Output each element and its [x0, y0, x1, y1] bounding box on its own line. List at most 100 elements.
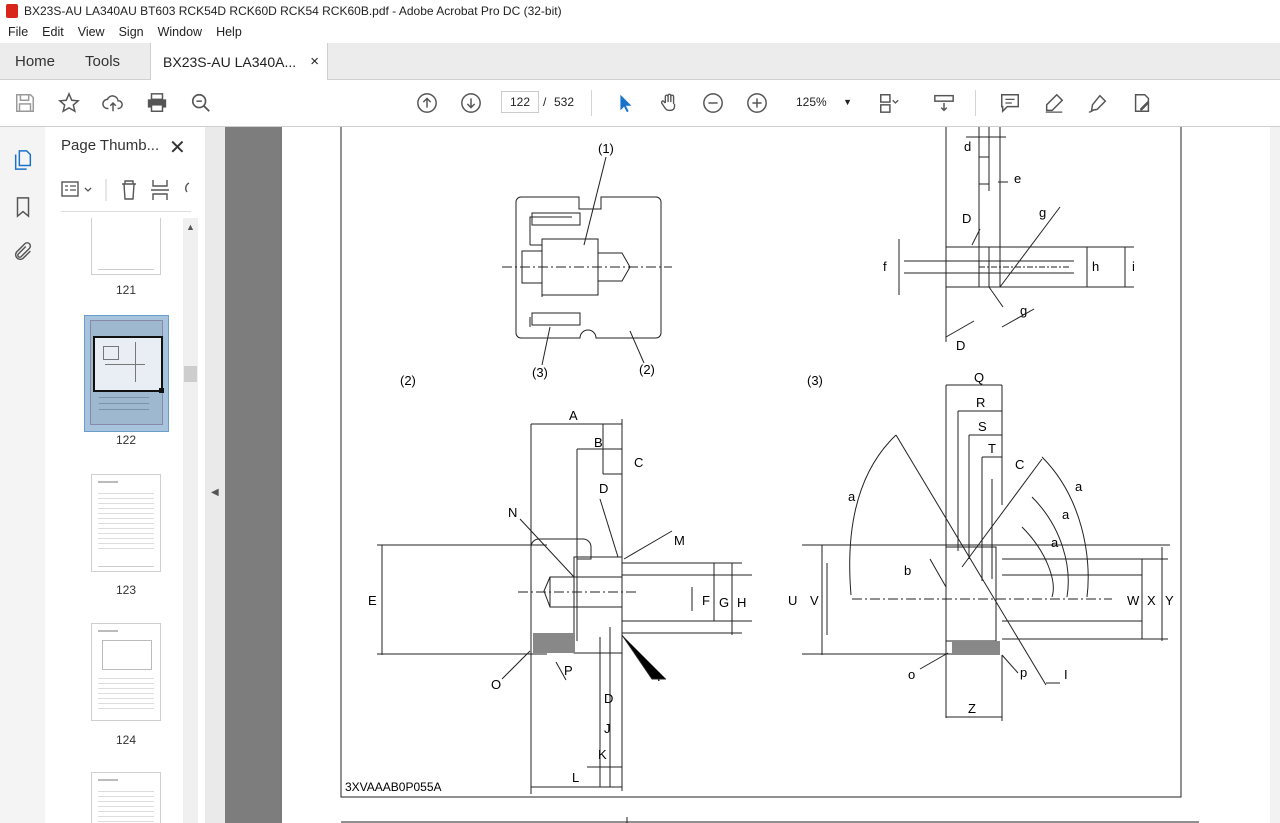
- view-label-2: (2): [400, 373, 416, 388]
- attachment-icon[interactable]: [11, 240, 35, 264]
- document-tab-label: BX23S-AU LA340A...: [163, 53, 297, 70]
- zoom-dropdown[interactable]: 125% ▼: [784, 91, 856, 113]
- label-Z: Z: [968, 701, 976, 716]
- menu-help[interactable]: Help: [216, 25, 242, 39]
- insert-page-icon[interactable]: [151, 180, 169, 200]
- label-B: B: [594, 435, 603, 450]
- label-Q: Q: [974, 370, 984, 385]
- label-D-upper: D: [962, 211, 971, 226]
- page-thumbnail[interactable]: [91, 218, 161, 275]
- close-panel-icon[interactable]: ✕: [169, 137, 186, 159]
- viewport-indicator[interactable]: [93, 336, 164, 393]
- page-thumbnail-selected[interactable]: [90, 320, 164, 425]
- acrobat-app-icon: [6, 4, 18, 18]
- previous-page-icon[interactable]: [415, 91, 439, 115]
- label-N: N: [508, 505, 517, 520]
- rotate-page-icon[interactable]: [185, 182, 190, 193]
- label-e: e: [1014, 171, 1021, 186]
- label-g-upper: g: [1039, 205, 1046, 220]
- menu-view[interactable]: View: [77, 25, 105, 39]
- page-number-input[interactable]: 122: [501, 91, 539, 113]
- collapse-panel-icon[interactable]: ◀: [211, 487, 219, 498]
- label-Y: Y: [1165, 593, 1174, 608]
- label-a-2: a: [1075, 479, 1083, 494]
- label-C-view3: C: [1015, 457, 1024, 472]
- left-rail: [0, 127, 46, 823]
- title-bar: BX23S-AU LA340AU BT603 RCK54D RCK60D RCK…: [0, 0, 1280, 22]
- comment-icon[interactable]: [998, 91, 1022, 115]
- page-thumbnail[interactable]: [91, 772, 161, 823]
- page-thumbnail[interactable]: [91, 623, 161, 721]
- thumbnails-scrollbar[interactable]: ▲: [183, 218, 198, 823]
- thumbnail-label: 121: [115, 283, 137, 297]
- label-V: V: [810, 593, 819, 608]
- bookmark-icon[interactable]: [11, 195, 35, 219]
- thumbnail-label: 123: [115, 583, 137, 597]
- upload-cloud-icon[interactable]: [101, 91, 125, 115]
- close-tab-icon[interactable]: ×: [310, 53, 320, 70]
- thumbnail-label: 122: [115, 433, 137, 447]
- menu-edit[interactable]: Edit: [42, 25, 64, 39]
- label-D-bottom: D: [604, 691, 613, 706]
- edit-pdf-icon[interactable]: [1130, 91, 1154, 115]
- label-b: b: [904, 563, 911, 578]
- label-o: o: [908, 667, 915, 682]
- label-i: i: [1132, 259, 1135, 274]
- menu-file[interactable]: File: [8, 25, 29, 39]
- menu-window[interactable]: Window: [157, 25, 203, 39]
- callout-part-1: (1): [598, 141, 614, 156]
- thumbnail-options-icon[interactable]: [61, 181, 92, 197]
- callout-part-2: (2): [639, 362, 655, 377]
- label-S: S: [978, 419, 987, 434]
- page-thumbnails-icon[interactable]: [11, 148, 35, 172]
- fill-sign-icon[interactable]: [1086, 91, 1110, 115]
- figure-id: 3XVAAAB0P055A: [345, 780, 442, 794]
- panel-splitter[interactable]: ◀: [205, 127, 225, 823]
- scroll-mode-icon[interactable]: [932, 91, 956, 115]
- print-icon[interactable]: [145, 91, 169, 115]
- document-view[interactable]: (1) (3) (2) d e D g f h i: [225, 127, 1280, 823]
- label-M: M: [674, 533, 685, 548]
- label-f: f: [883, 259, 887, 274]
- page-gutter: [225, 127, 280, 823]
- tab-document[interactable]: BX23S-AU LA340A... ×: [150, 43, 329, 80]
- zoom-out-icon[interactable]: [701, 91, 725, 115]
- zoom-search-icon[interactable]: [189, 91, 213, 115]
- panel-title: Page Thumb...: [61, 137, 160, 154]
- scroll-up-icon[interactable]: ▲: [186, 222, 195, 232]
- select-cursor-icon[interactable]: [613, 91, 637, 115]
- next-page-icon[interactable]: [459, 91, 483, 115]
- toolbar: [0, 80, 1280, 127]
- label-A: A: [569, 408, 578, 423]
- label-X: X: [1147, 593, 1156, 608]
- star-icon[interactable]: [57, 91, 81, 115]
- delete-page-icon[interactable]: [122, 180, 136, 200]
- label-O: O: [491, 677, 501, 692]
- menu-sign[interactable]: Sign: [118, 25, 144, 39]
- hand-tool-icon[interactable]: [657, 91, 681, 115]
- technical-diagram: (1) (3) (2) d e D g f h i: [340, 127, 1199, 823]
- zoom-in-icon[interactable]: [745, 91, 769, 115]
- label-p: p: [1020, 665, 1027, 680]
- chevron-down-icon: ▼: [843, 97, 852, 107]
- page-thumbnail[interactable]: [91, 474, 161, 572]
- page-display-icon[interactable]: [877, 91, 901, 115]
- toolbar-divider: [975, 90, 976, 116]
- label-F: F: [702, 593, 710, 608]
- pdf-page: (1) (3) (2) d e D g f h i: [282, 127, 1273, 823]
- zoom-value: 125%: [796, 95, 827, 109]
- tab-tools[interactable]: Tools: [85, 52, 121, 70]
- scrollbar-thumb[interactable]: [184, 366, 197, 382]
- label-D-lower: D: [956, 338, 965, 353]
- menu-bar: File Edit View Sign Window Help: [0, 22, 1280, 42]
- tab-home[interactable]: Home: [15, 52, 56, 70]
- view-label-3: (3): [807, 373, 823, 388]
- label-R: R: [976, 395, 985, 410]
- panel-controls: [61, 177, 191, 203]
- document-scrollbar[interactable]: [1270, 127, 1280, 823]
- save-icon[interactable]: [13, 91, 37, 115]
- highlight-pen-icon[interactable]: [1042, 91, 1066, 115]
- label-a-3: a: [1062, 507, 1070, 522]
- label-L: L: [572, 770, 579, 785]
- label-C: C: [634, 455, 643, 470]
